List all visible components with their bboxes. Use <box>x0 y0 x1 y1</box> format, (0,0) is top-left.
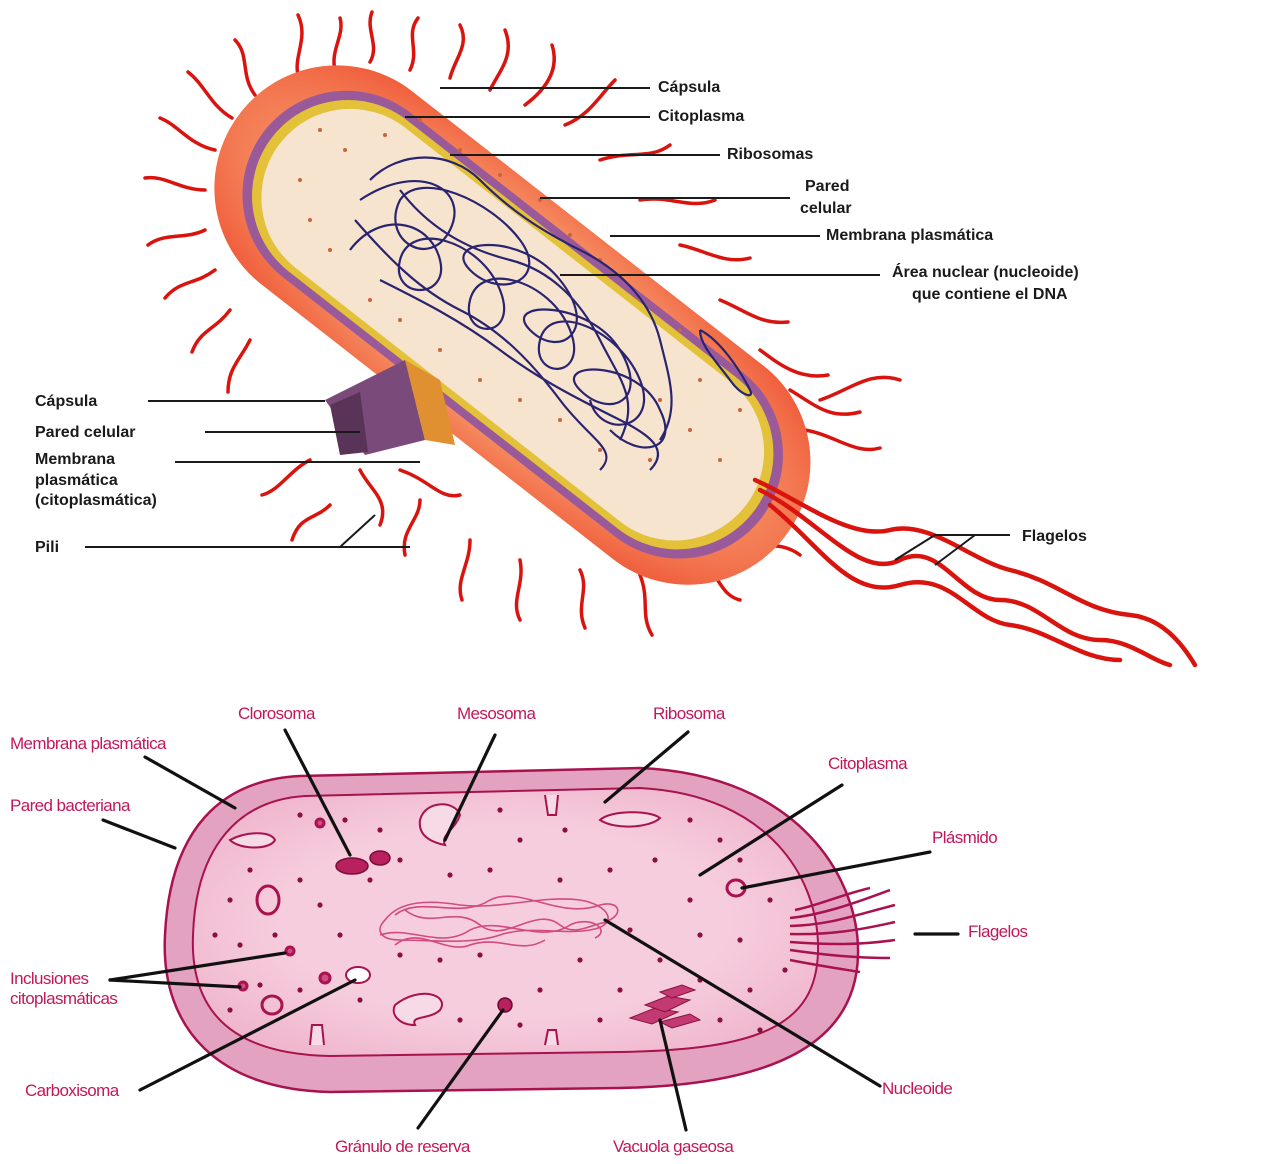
top-label-membrana-left-1: Membrana <box>35 451 115 468</box>
bottom-label-granulo: Gránulo de reserva <box>335 1137 471 1156</box>
bottom-label-nucleoide: Nucleoide <box>882 1079 952 1098</box>
top-bacterium-diagram: Cápsula Citoplasma Ribosomas Pared celul… <box>35 12 1195 665</box>
top-label-pared-left: Pared celular <box>35 424 136 441</box>
top-label-capsula-left: Cápsula <box>35 393 97 410</box>
top-cytoplasm <box>225 73 800 577</box>
top-label-membrana-left-3: (citoplasmática) <box>35 492 157 509</box>
bottom-label-membrana: Membrana plasmática <box>10 734 167 753</box>
top-flagella <box>755 480 1195 665</box>
top-label-area-nuclear-1: Área nuclear (nucleoide) <box>892 262 1079 281</box>
bottom-label-pared: Pared bacteriana <box>10 796 131 815</box>
bottom-label-clorosoma: Clorosoma <box>238 704 316 723</box>
top-label-membrana-left-2: plasmática <box>35 472 118 489</box>
top-label-ribosomas: Ribosomas <box>727 146 813 163</box>
bottom-label-carboxisoma: Carboxisoma <box>25 1081 120 1100</box>
top-label-capsula: Cápsula <box>658 79 720 96</box>
top-label-pared-2: celular <box>800 200 852 217</box>
top-label-pili: Pili <box>35 539 59 556</box>
bottom-bacterium-diagram: Clorosoma Mesosoma Ribosoma Membrana pla… <box>10 704 1028 1156</box>
top-label-citoplasma: Citoplasma <box>658 108 744 125</box>
top-label-membrana: Membrana plasmática <box>826 227 993 244</box>
bottom-label-ribosoma: Ribosoma <box>653 704 726 723</box>
bottom-label-plasmido: Plásmido <box>932 828 997 847</box>
bottom-label-mesosoma: Mesosoma <box>457 704 536 723</box>
bottom-granulo <box>498 998 512 1012</box>
bottom-label-vacuola: Vacuola gaseosa <box>613 1137 734 1156</box>
bottom-carboxisoma <box>346 967 370 983</box>
bottom-label-citoplasma: Citoplasma <box>828 754 908 773</box>
bottom-label-inclusiones-1: Inclusiones <box>10 969 89 988</box>
top-label-flagelos: Flagelos <box>1022 528 1087 545</box>
bottom-label-flagelos: Flagelos <box>968 922 1028 941</box>
top-cell-body <box>165 16 860 634</box>
bottom-label-inclusiones-2: citoplasmáticas <box>10 989 117 1008</box>
top-label-pared-1: Pared <box>805 178 849 195</box>
top-label-area-nuclear-2: que contiene el DNA <box>912 286 1068 303</box>
